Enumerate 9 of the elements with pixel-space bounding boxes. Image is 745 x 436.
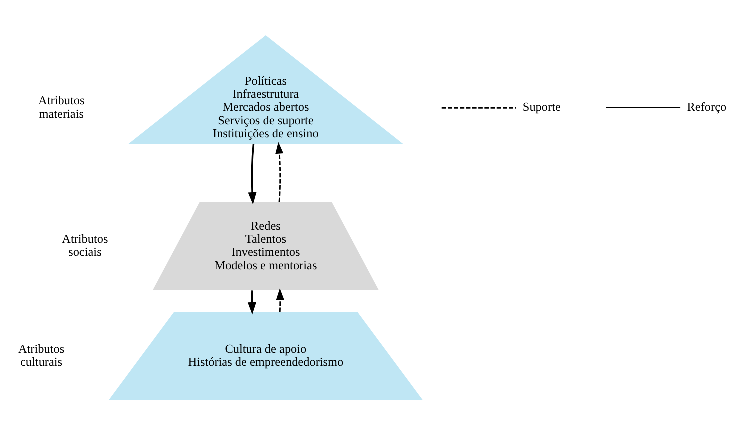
arrow [276,142,284,202]
arrow [276,288,284,312]
arrow [248,144,257,205]
label: Atributos sociais [62,232,108,260]
arrow [248,290,256,315]
legend-label: Suporte [522,100,561,114]
label: Atributos culturais [18,342,65,370]
legend-label: Reforço [687,100,727,114]
label: Atributos materiais [38,94,85,121]
